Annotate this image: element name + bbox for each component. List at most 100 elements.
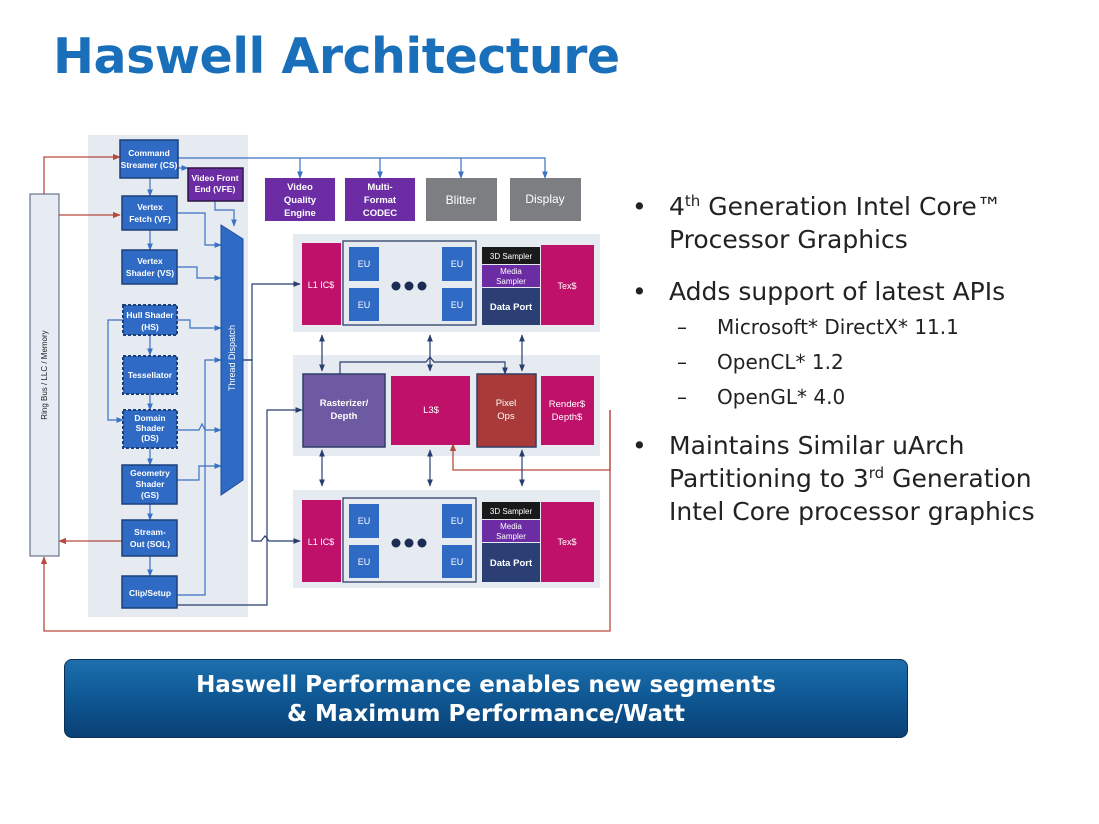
rasterizer-depth-box bbox=[302, 373, 386, 448]
mfx-label-3: CODEC bbox=[363, 208, 397, 219]
eu-label: EU bbox=[451, 557, 464, 567]
media-sampler-label-2: Sampler bbox=[496, 532, 526, 541]
ring-bus-connections bbox=[40, 153, 611, 632]
tess-label: Tessellator bbox=[128, 370, 173, 380]
video-front-end-box bbox=[187, 167, 244, 202]
media-sampler-label-2: Sampler bbox=[496, 277, 526, 286]
eu-top-4 bbox=[442, 288, 472, 321]
tex-label-top: Tex$ bbox=[557, 281, 576, 291]
sol-label-1: Stream- bbox=[134, 527, 166, 537]
bullet-partitioning: Maintains Similar uArch Partitioning to … bbox=[632, 429, 1072, 528]
sub-bullet-opencl: OpenCL* 1.2 bbox=[632, 345, 1072, 380]
l3-cache-box bbox=[391, 376, 470, 445]
media-sampler-label-1: Media bbox=[500, 267, 522, 276]
blitter-box bbox=[426, 178, 497, 221]
cs-label-1: Command bbox=[128, 148, 170, 158]
ring-bus-label: Ring Bus / LLC / Memory bbox=[40, 330, 49, 419]
eu-label: EU bbox=[451, 300, 464, 310]
clip-label: Clip/Setup bbox=[129, 588, 171, 598]
tex-cache-top bbox=[541, 245, 594, 325]
pixel-label-1: Pixel bbox=[496, 398, 517, 409]
video-quality-engine-box bbox=[265, 178, 335, 221]
eu-bottom-1 bbox=[349, 504, 379, 538]
eu-bottom-2 bbox=[442, 504, 472, 538]
stream-out-box bbox=[121, 519, 178, 557]
performance-banner: Haswell Performance enables new segments… bbox=[64, 659, 908, 738]
pixel-ops-box bbox=[476, 373, 537, 448]
raster-label-1: Rasterizer/ bbox=[320, 398, 369, 409]
eu-label: EU bbox=[451, 516, 464, 526]
ds-label-3: (DS) bbox=[141, 433, 159, 443]
sub-bullet-opengl: OpenGL* 4.0 bbox=[632, 380, 1072, 415]
l1-label-bottom: L1 IC$ bbox=[308, 537, 335, 547]
bullet-text: Maintains Similar uArch Partitioning to … bbox=[669, 431, 965, 493]
sampler3d-label-bottom: 3D Sampler bbox=[490, 507, 533, 516]
sampler-3d-top bbox=[482, 247, 540, 264]
eu-top-3 bbox=[349, 288, 379, 321]
thread-dispatch-label: Thread Dispatch bbox=[227, 325, 237, 391]
vqe-label-2: Quality bbox=[284, 195, 317, 206]
eu-label: EU bbox=[451, 259, 464, 269]
hs-label-1: Hull Shader bbox=[126, 310, 174, 320]
l3-label: L3$ bbox=[423, 405, 440, 416]
data-port-top bbox=[482, 288, 540, 325]
raster-label-2: Depth bbox=[331, 411, 358, 422]
gs-label-3: (GS) bbox=[141, 490, 159, 500]
ring-bus-bar bbox=[29, 193, 60, 557]
banner-line-1: Haswell Performance enables new segments bbox=[196, 672, 776, 698]
superscript: th bbox=[684, 192, 701, 210]
bullet-generation: 4th Generation Intel Core™ Processor Gra… bbox=[632, 190, 1072, 256]
bullet-text: 4 bbox=[669, 192, 685, 221]
ellipsis-bottom bbox=[391, 538, 427, 548]
vqe-label-3: Engine bbox=[284, 208, 316, 219]
media-sampler-top bbox=[482, 265, 540, 287]
ds-label-1: Domain bbox=[134, 413, 165, 423]
vfe-label-1: Video Front bbox=[191, 173, 238, 183]
gs-label-1: Geometry bbox=[130, 468, 170, 478]
eu-bottom-3 bbox=[349, 545, 379, 578]
data-port-bottom bbox=[482, 543, 540, 582]
tex-label-bottom: Tex$ bbox=[557, 537, 576, 547]
hull-shader-box bbox=[122, 304, 178, 336]
data-port-label-top: Data Port bbox=[490, 302, 533, 313]
bullet-apis: Adds support of latest APIs bbox=[632, 275, 1072, 308]
subslice-bottom: L1 IC$ EU EU EU EU 3D Sampler Media Samp… bbox=[302, 497, 594, 583]
bullet-text: Generation Intel Core™ Processor Graphic… bbox=[669, 192, 1002, 254]
ds-label-2: Shader bbox=[136, 423, 166, 433]
pixel-label-2: Ops bbox=[497, 411, 515, 422]
pipeline-stages: Command Streamer (CS) Video Front End (V… bbox=[119, 139, 244, 609]
sampler3d-label-top: 3D Sampler bbox=[490, 252, 533, 261]
display-label: Display bbox=[525, 192, 564, 206]
l1-icache-bottom bbox=[302, 500, 341, 582]
eu-label: EU bbox=[358, 557, 371, 567]
vertex-shader-box bbox=[121, 249, 178, 285]
bullet-list: 4th Generation Intel Core™ Processor Gra… bbox=[632, 190, 1072, 528]
dispatch-connections bbox=[177, 281, 525, 606]
superscript: rd bbox=[868, 464, 885, 482]
sub-bullet-directx: Microsoft* DirectX* 11.1 bbox=[632, 310, 1072, 345]
geometry-shader-box bbox=[121, 464, 178, 505]
vfe-label-2: End (VFE) bbox=[195, 184, 236, 194]
eu-bottom-4 bbox=[442, 545, 472, 578]
tex-cache-bottom bbox=[541, 502, 594, 582]
banner-line-2: & Maximum Performance/Watt bbox=[286, 701, 685, 727]
vf-label-2: Fetch (VF) bbox=[129, 214, 171, 224]
domain-shader-box bbox=[122, 409, 178, 449]
ellipsis-top bbox=[391, 281, 427, 291]
eu-top-1 bbox=[349, 247, 379, 281]
mfx-codec-box bbox=[345, 178, 415, 221]
eu-label: EU bbox=[358, 300, 371, 310]
render-depth-cache-box bbox=[541, 376, 594, 445]
render-label-2: Depth$ bbox=[552, 412, 583, 423]
data-port-label-bottom: Data Port bbox=[490, 558, 533, 569]
command-streamer-box bbox=[119, 139, 179, 179]
display-box bbox=[510, 178, 581, 221]
bullet-text: Generation Intel Core processor graphics bbox=[669, 464, 1035, 526]
media-sampler-label-1: Media bbox=[500, 522, 522, 531]
eu-top-2 bbox=[442, 247, 472, 281]
blitter-label: Blitter bbox=[446, 193, 477, 207]
l1-label-top: L1 IC$ bbox=[308, 280, 335, 290]
mfx-label-1: Multi- bbox=[367, 182, 392, 193]
cs-label-2: Streamer (CS) bbox=[121, 160, 178, 170]
